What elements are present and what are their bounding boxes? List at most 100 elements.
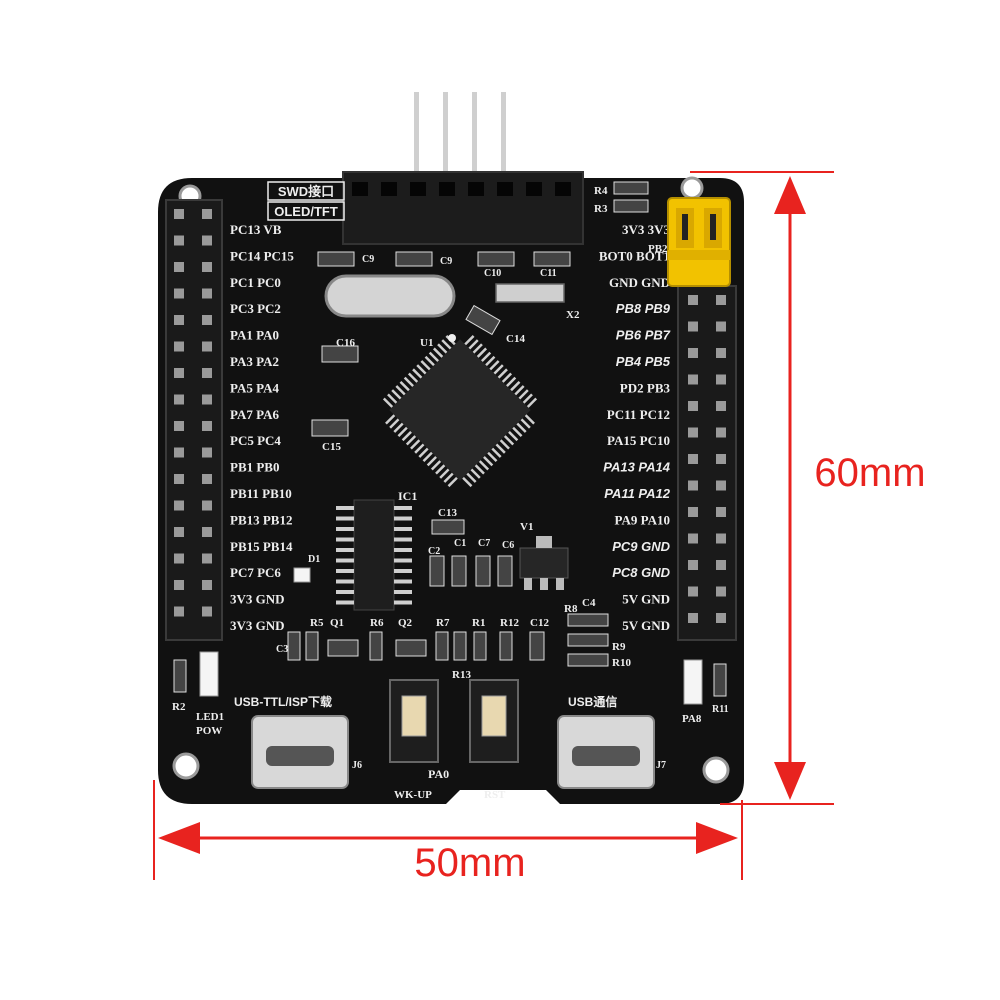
dimension-lines xyxy=(153,171,834,880)
header-pin xyxy=(716,321,726,332)
boot-jumpers xyxy=(667,197,731,287)
header-pin xyxy=(202,209,212,219)
header-hole xyxy=(381,182,397,196)
header-pin xyxy=(202,262,212,272)
label-pow: POW xyxy=(196,725,222,737)
label-pb2: PB2 xyxy=(648,243,668,255)
oled-header-holes xyxy=(352,182,571,196)
left-pin-label: PC5 PC4 xyxy=(230,433,281,448)
header-pin xyxy=(174,235,184,246)
mcu-pin xyxy=(485,355,496,367)
ic1-pin xyxy=(336,506,354,510)
mcu-pin xyxy=(510,380,521,392)
mcu-pin xyxy=(387,393,398,404)
label-r10: R10 xyxy=(612,657,631,669)
diode-d1 xyxy=(293,567,311,583)
right-pin-label: PC9 GND xyxy=(612,539,670,554)
label-led1: LED1 xyxy=(196,711,224,723)
mcu-pin xyxy=(443,472,454,483)
right-pin-label: PB8 PB9 xyxy=(616,301,671,316)
mcu-pin xyxy=(389,418,400,429)
header-pin xyxy=(688,295,698,305)
left-pin-label: PB11 PB10 xyxy=(230,486,292,501)
header-pin xyxy=(716,586,726,597)
label-c10: C10 xyxy=(484,268,501,279)
left-pin-label: PC1 PC0 xyxy=(230,275,281,290)
ic1-pin xyxy=(336,548,354,552)
label-v1: V1 xyxy=(520,521,533,533)
left-pin-label: PC13 VB xyxy=(230,222,282,237)
rst-button xyxy=(469,679,519,763)
width-dimension-label: 50mm xyxy=(414,841,525,885)
mcu-pin xyxy=(468,339,479,350)
mounting-hole xyxy=(680,176,704,200)
header-hole xyxy=(439,182,455,196)
mcu-pin xyxy=(516,422,527,433)
label-j6: J6 xyxy=(352,760,362,771)
label-c16: C16 xyxy=(336,337,355,349)
right-pin-label: PB6 PB7 xyxy=(616,328,671,343)
ic1-pin xyxy=(394,527,412,531)
header-pin xyxy=(174,368,184,378)
mcu-pin xyxy=(422,451,433,463)
mcu-pin xyxy=(447,476,458,488)
header-pin xyxy=(202,288,212,299)
mcu-pin xyxy=(418,447,429,458)
left-pin-label: PB15 PB14 xyxy=(230,539,293,554)
mcu-pin xyxy=(410,439,421,450)
mcu-pin xyxy=(520,418,531,429)
oled-label: OLED/TFT xyxy=(274,204,338,219)
label-r8: R8 xyxy=(564,603,578,615)
mcu-pin xyxy=(430,460,442,471)
swd-label-box xyxy=(267,181,345,201)
label-pa0: PA0 xyxy=(428,767,449,781)
mcu-pin xyxy=(435,464,446,475)
header-pin xyxy=(174,553,184,564)
label-c2: C2 xyxy=(428,546,440,557)
oled-label-box xyxy=(267,201,345,221)
label-usb-comm: USB通信 xyxy=(568,694,617,709)
ic1-pin xyxy=(394,579,412,584)
right-pin-label: PD2 PB3 xyxy=(620,380,671,395)
label-ic1: IC1 xyxy=(398,489,417,503)
header-pin xyxy=(688,613,698,623)
header-pin xyxy=(716,533,726,544)
header-pin xyxy=(174,527,184,537)
mcu-pin xyxy=(385,414,396,425)
label-c14: C14 xyxy=(506,333,525,345)
header-pin xyxy=(174,421,184,431)
mcu-pin xyxy=(474,464,485,475)
mcu-pin xyxy=(399,380,410,392)
label-q2: Q2 xyxy=(398,617,413,629)
mcu-pin xyxy=(526,397,538,408)
mcu-pin xyxy=(403,376,415,388)
mcu-pin xyxy=(470,468,481,479)
label-r2: R2 xyxy=(172,701,186,713)
header-pin xyxy=(202,580,212,590)
led-power xyxy=(199,651,219,697)
mcu-pin xyxy=(393,422,404,433)
mcu-pin xyxy=(508,430,519,442)
header-pin xyxy=(716,560,726,570)
label-u1: U1 xyxy=(420,337,433,349)
header-pin xyxy=(202,474,212,484)
header-pin xyxy=(174,500,184,511)
label-c7: C7 xyxy=(478,538,490,549)
left-pin-label: 3V3 GND xyxy=(230,592,285,607)
label-c3: C3 xyxy=(276,644,288,655)
crystal-hc49 xyxy=(324,274,456,318)
mcu-pin xyxy=(432,347,444,358)
label-r1: R1 xyxy=(472,617,485,629)
label-r5: R5 xyxy=(310,617,324,629)
label-c4: C4 xyxy=(582,597,596,609)
mcu-pin xyxy=(503,435,515,446)
header-pin xyxy=(716,480,726,491)
label-c9a: C9 xyxy=(362,254,374,265)
right-pin-label: PA15 PC10 xyxy=(607,433,670,448)
label-c15: C15 xyxy=(322,441,341,453)
oled-header xyxy=(342,171,584,245)
header-pin xyxy=(688,533,698,544)
ic1-pin xyxy=(394,516,412,521)
left-pin-label: PA1 PA0 xyxy=(230,328,279,343)
